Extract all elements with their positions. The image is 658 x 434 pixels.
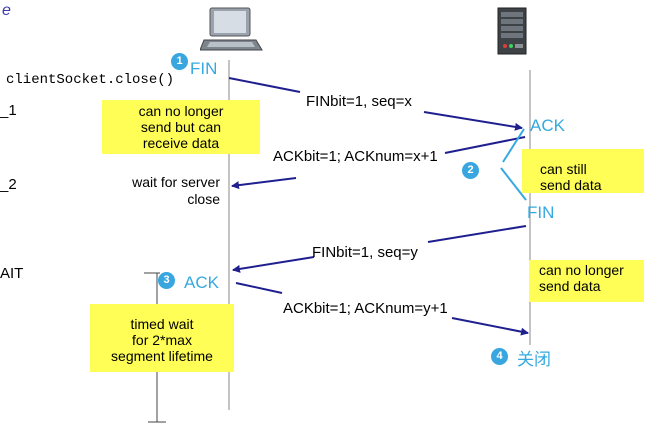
message-ack-y: ACKbit=1; ACKnum=y+1 xyxy=(283,300,448,317)
step-2-badge: 2 xyxy=(462,162,479,179)
message-ack-x: ACKbit=1; ACKnum=x+1 xyxy=(273,148,438,165)
client-state-3: AIT xyxy=(0,265,24,282)
message-fin-x: FINbit=1, seq=x xyxy=(306,93,412,110)
note-server-still: can still send data xyxy=(522,149,644,193)
note-server-no-longer: can no longer send data xyxy=(529,260,644,302)
arrow-ack-x xyxy=(444,136,526,154)
arrow-fin-y xyxy=(427,225,527,243)
client-state-1: _1 xyxy=(0,102,17,119)
note-client-half-close: can no longer send but can receive data xyxy=(102,100,260,154)
step-4-badge: 4 xyxy=(491,348,508,365)
step-3-badge: 3 xyxy=(158,272,175,289)
step-2-ack-label: ACK xyxy=(530,116,565,135)
server-state-line-1 xyxy=(502,128,525,163)
laptop-icon xyxy=(199,6,264,54)
client-close-call: clientSocket.close() xyxy=(6,72,175,88)
note-timed-wait: timed wait for 2*max segment lifetime xyxy=(90,304,234,372)
server-icon xyxy=(496,6,528,56)
wait-for-server-text: wait for server close xyxy=(132,174,220,207)
arrow-fin-x xyxy=(228,77,301,93)
corner-label: e xyxy=(2,2,11,19)
step-1-label: FIN xyxy=(190,59,218,78)
message-fin-y: FINbit=1, seq=y xyxy=(312,244,418,261)
step-3-label: ACK xyxy=(184,273,219,292)
step-2-fin-label: FIN xyxy=(527,203,555,222)
step-4-label: 关闭 xyxy=(517,350,551,369)
step-1-badge: 1 xyxy=(171,53,188,70)
server-state-line-2 xyxy=(500,167,527,201)
client-state-2: _2 xyxy=(0,176,17,193)
arrow-ack-y xyxy=(235,282,283,294)
